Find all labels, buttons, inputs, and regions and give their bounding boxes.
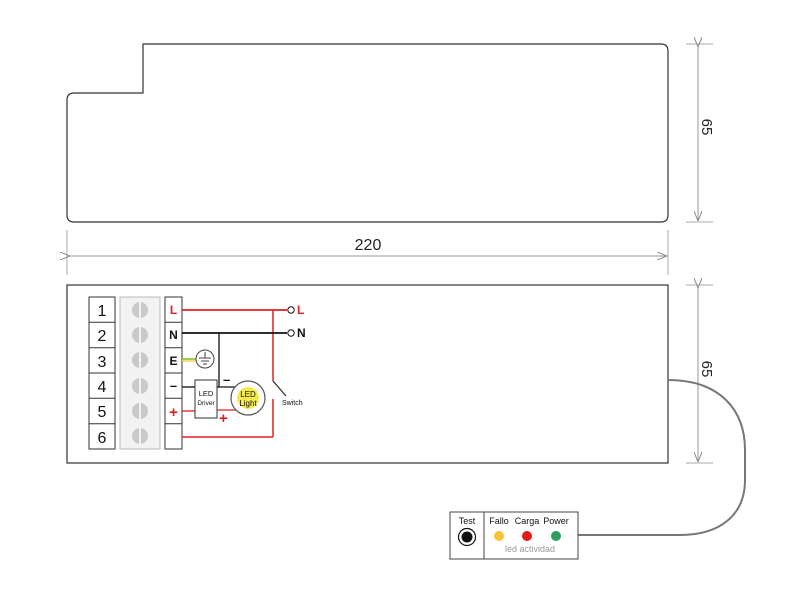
neutral-label: N: [297, 326, 306, 340]
terminal-label-plus: +: [169, 404, 178, 421]
led-driver-box: LED Driver: [194, 379, 218, 419]
height-dimension-top: 65: [686, 44, 715, 223]
terminal-label-n: N: [169, 328, 178, 342]
terminal-number: 1: [98, 303, 107, 320]
driver-label-2: Driver: [197, 400, 215, 407]
led-light-icon: LED Light: [230, 380, 266, 416]
switch-icon: Switch: [272, 380, 303, 437]
test-label: Test: [459, 516, 476, 526]
height-label-top: 65: [698, 119, 715, 136]
terminal-number: 5: [98, 404, 107, 421]
indicator-panel: Test Fallo Carga Power led actividad: [449, 511, 579, 560]
height-dimension-bottom: 65: [686, 285, 715, 464]
terminal-screw-block: [119, 296, 161, 450]
neutral-wire: N: [182, 326, 306, 387]
driver-label-1: LED: [199, 389, 214, 398]
terminal-number: 4: [98, 379, 107, 396]
driver-minus-sign: –: [223, 372, 230, 387]
light-label-2: Light: [239, 399, 257, 408]
terminal-label-minus: –: [170, 378, 177, 393]
terminal-label-column: L N E – +: [164, 296, 183, 450]
earth-wire: [182, 358, 197, 362]
screw-icon: [132, 352, 148, 368]
fallo-led-icon: [494, 531, 504, 541]
terminal-label-e: E: [169, 354, 177, 368]
power-led-icon: [551, 531, 561, 541]
led-label-fallo: Fallo: [489, 516, 509, 526]
line-label: L: [297, 303, 304, 317]
screw-icon: [132, 428, 148, 444]
height-label-bottom: 65: [698, 361, 715, 378]
width-label: 220: [355, 237, 382, 254]
light-label-1: LED: [240, 390, 256, 399]
led-label-carga: Carga: [515, 516, 540, 526]
driver-plus-sign: +: [219, 410, 228, 427]
bottom-view-outline: [66, 284, 669, 464]
terminal-number: 6: [98, 430, 107, 447]
terminal-number: 2: [98, 328, 107, 345]
screw-icon: [132, 327, 148, 343]
screw-icon: [132, 302, 148, 318]
indicator-cable: [578, 379, 746, 536]
line-wire: L: [182, 303, 304, 381]
terminal-number-column: 1 2 3 4 5 6: [88, 296, 116, 450]
carga-led-icon: [522, 531, 532, 541]
ground-icon: [195, 349, 215, 369]
screw-icon: [132, 403, 148, 419]
top-view-outline: [66, 43, 669, 223]
terminal-number: 3: [98, 354, 107, 371]
led-activity-caption: led actividad: [505, 544, 555, 554]
screw-icon: [132, 378, 148, 394]
led-label-power: Power: [543, 516, 569, 526]
terminal-label-l: L: [170, 303, 177, 317]
switch-label: Switch: [282, 400, 303, 407]
test-button[interactable]: [457, 527, 477, 547]
width-dimension: 220: [67, 230, 669, 275]
